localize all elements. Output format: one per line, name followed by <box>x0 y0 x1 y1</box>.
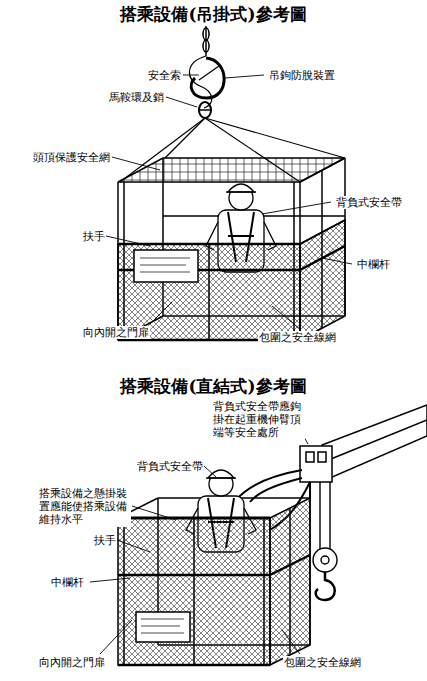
crane-boom <box>300 446 332 482</box>
leader-line <box>90 75 352 654</box>
cage-front <box>118 182 300 340</box>
cage-front <box>118 518 270 665</box>
callout-label: 背負式安全帶 <box>335 196 403 209</box>
hook-assembly <box>189 56 211 108</box>
leader-line <box>183 75 199 76</box>
cage-front <box>123 518 125 665</box>
worker <box>228 184 254 192</box>
hook-block <box>321 556 329 564</box>
cage-front <box>293 182 295 340</box>
hook-assembly <box>203 40 209 52</box>
callout-label: 包圍之安全線網 <box>283 656 362 669</box>
callout-label: 吊鉤防脫裝置 <box>268 69 336 82</box>
callout-label: 背負式安全帶 <box>136 460 204 473</box>
cage-front <box>263 518 265 665</box>
leader-line <box>90 578 130 582</box>
overhead-net <box>118 158 345 182</box>
leader-line <box>272 306 300 329</box>
callout-label: 背負式安全帶應鉤掛在起重機伸臂頂端等安全處所 <box>212 400 305 440</box>
leader-line <box>100 620 132 654</box>
figure-title: 搭乘設備(吊掛式)參考圖 <box>0 4 427 24</box>
worker <box>226 191 256 192</box>
suspension-bracket <box>236 470 302 500</box>
sling-line <box>165 118 205 158</box>
hook-assembly <box>199 66 219 80</box>
hook-block <box>313 548 337 572</box>
callout-label: 向內開之門扉 <box>38 656 106 669</box>
sling-line <box>205 118 345 158</box>
callout-label: 頭頂保護安全網 <box>32 151 111 164</box>
overhead-net <box>118 158 345 182</box>
callout-label: 包圍之安全線網 <box>258 331 337 344</box>
leader-line <box>106 236 150 246</box>
cage-front <box>208 244 210 340</box>
crane-boom <box>300 405 427 482</box>
cage-back <box>118 158 345 340</box>
hook-assembly <box>189 26 224 118</box>
cage-front <box>118 498 270 665</box>
figure-title: 搭乘設備(直結式)參考圖 <box>0 376 427 396</box>
callout-label: 馬鞍環及銷 <box>108 91 165 104</box>
hook-block <box>316 572 335 600</box>
hook-block <box>313 482 337 600</box>
crane-boom <box>322 405 427 478</box>
crane-boom <box>318 452 326 462</box>
crane-boom <box>306 452 314 462</box>
cage-side <box>270 498 310 665</box>
cage-front <box>117 182 119 340</box>
cage-front <box>193 518 195 665</box>
callout-label: 扶手 <box>93 534 117 547</box>
worker <box>206 477 236 478</box>
hook-block <box>329 482 330 550</box>
hook-assembly <box>199 102 211 118</box>
leader-line <box>322 258 352 264</box>
leader-line <box>225 75 264 78</box>
cage-front <box>123 182 125 340</box>
callout-label: 安全索 <box>147 69 182 82</box>
callout-label: 搭乘設備之懸掛裝置應能使搭乘設備維持水平 <box>38 487 131 527</box>
cage-front <box>140 258 190 272</box>
leader-line <box>150 302 172 324</box>
callout-label: 中欄杆 <box>50 576 85 589</box>
cage-front <box>134 250 198 282</box>
cage-side <box>321 170 323 328</box>
callout-label: 扶手 <box>82 230 106 243</box>
callout-label: 向內開之門扉 <box>82 326 150 339</box>
crane-boom <box>326 420 427 461</box>
hook-assembly <box>203 28 209 40</box>
cage-front <box>136 612 190 642</box>
cage-side <box>344 158 346 316</box>
cage-front <box>299 182 301 340</box>
cage-side <box>289 508 291 655</box>
worker <box>208 470 234 478</box>
leader-line <box>166 97 197 107</box>
leader-line <box>117 540 150 552</box>
hook-block <box>319 482 320 550</box>
cage-side <box>270 498 310 665</box>
leader-line <box>204 466 216 477</box>
hook-assembly <box>199 109 211 111</box>
leader-line <box>262 202 331 214</box>
leader-line <box>112 157 160 170</box>
hook-assembly <box>191 58 224 98</box>
leader-line <box>282 630 300 654</box>
cage-front <box>141 619 184 633</box>
cage-side <box>300 158 345 340</box>
leader-line <box>132 506 176 520</box>
callout-label: 中欄杆 <box>356 258 391 271</box>
